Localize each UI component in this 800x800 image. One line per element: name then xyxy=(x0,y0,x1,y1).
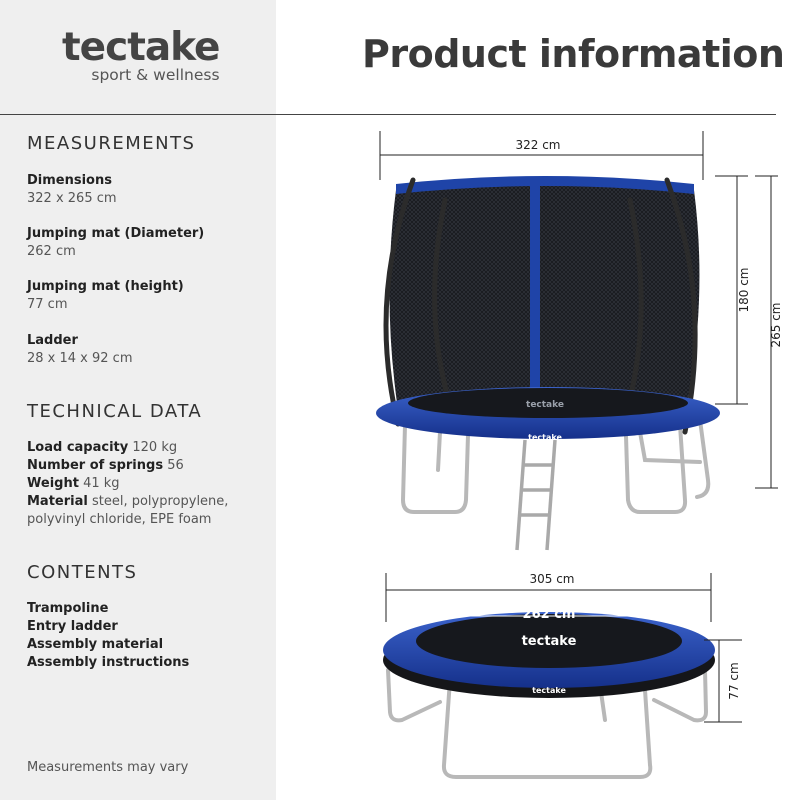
dimension-lines-bottom xyxy=(385,573,742,723)
spec-value: 77 cm xyxy=(27,297,68,312)
net-height-label: 180 cm xyxy=(737,267,751,312)
spec-label: Dimensions xyxy=(27,173,112,188)
trampoline-without-net: tectake tectake xyxy=(383,612,715,779)
spec-material: Material steel, polypropylene, xyxy=(27,493,228,511)
mat-logo: tectake xyxy=(522,634,577,649)
list-item: Assembly instructions xyxy=(27,655,190,670)
list-item: Trampoline xyxy=(27,601,109,616)
contents-list: Trampoline Entry ladder Assembly materia… xyxy=(27,600,189,672)
brand-name: tectake xyxy=(62,25,221,70)
entry-ladder xyxy=(515,439,557,551)
spec-value: 56 xyxy=(167,458,184,473)
bottom-width-label: 305 cm xyxy=(529,572,574,586)
spec-value: steel, polypropylene, xyxy=(91,494,229,509)
spec-value: 322 x 265 cm xyxy=(27,191,117,206)
spec-weight: Weight 41 kg xyxy=(27,475,228,493)
sidebar xyxy=(0,0,276,800)
frame-legs xyxy=(400,418,711,514)
mat-diameter-label: 262 cm xyxy=(523,607,576,622)
spec-load-capacity: Load capacity 120 kg xyxy=(27,439,228,457)
spec-material-cont: polyvinyl chloride, EPE foam xyxy=(27,512,212,527)
spec-label: Jumping mat (height) xyxy=(27,279,184,294)
measurements-heading: MEASUREMENTS xyxy=(27,133,196,154)
mat-logo: tectake xyxy=(526,400,564,410)
total-height-label: 265 cm xyxy=(769,302,783,347)
net-top-band xyxy=(396,176,694,194)
pad-logo: tectake xyxy=(532,686,566,695)
spec-label: Material xyxy=(27,494,88,509)
technical-list: Load capacity 120 kg Number of springs 5… xyxy=(27,439,228,529)
dimension-lines-top xyxy=(379,131,778,489)
pad-logo: tectake xyxy=(528,433,562,442)
spec-value: 262 cm xyxy=(27,244,76,259)
list-item: Assembly material xyxy=(27,637,164,652)
brand-logo: tectake sport & wellness xyxy=(62,25,221,85)
spec-label: Number of springs xyxy=(27,458,164,473)
spec-value: 120 kg xyxy=(132,440,178,455)
list-item: Entry ladder xyxy=(27,619,118,634)
spec-label: Jumping mat (Diameter) xyxy=(27,226,205,241)
spec-ladder: Ladder 28 x 14 x 92 cm xyxy=(27,332,133,368)
spec-label: Ladder xyxy=(27,333,78,348)
brand-tagline: sport & wellness xyxy=(91,66,220,84)
contents-heading: CONTENTS xyxy=(27,562,138,583)
technical-heading: TECHNICAL DATA xyxy=(27,401,203,422)
spec-label: Weight xyxy=(27,476,79,491)
safety-net xyxy=(389,180,700,410)
top-width-label: 322 cm xyxy=(515,138,560,152)
net-strap xyxy=(530,186,540,401)
frame-height-label: 77 cm xyxy=(727,662,741,699)
spec-value: 28 x 14 x 92 cm xyxy=(27,351,133,366)
spec-label: Load capacity xyxy=(27,440,129,455)
footnote: Measurements may vary xyxy=(27,760,189,775)
header-divider xyxy=(0,114,776,115)
page-title: Product information xyxy=(362,32,785,76)
spec-mat-diameter: Jumping mat (Diameter) 262 cm xyxy=(27,225,204,261)
spec-dimensions: Dimensions 322 x 265 cm xyxy=(27,172,117,208)
jumping-mat xyxy=(416,614,682,668)
spec-value: 41 kg xyxy=(83,476,120,491)
spec-mat-height: Jumping mat (height) 77 cm xyxy=(27,278,184,314)
jumping-mat xyxy=(408,388,688,418)
trampoline-with-net: tectake tectake xyxy=(376,176,720,551)
spec-springs: Number of springs 56 xyxy=(27,457,228,475)
